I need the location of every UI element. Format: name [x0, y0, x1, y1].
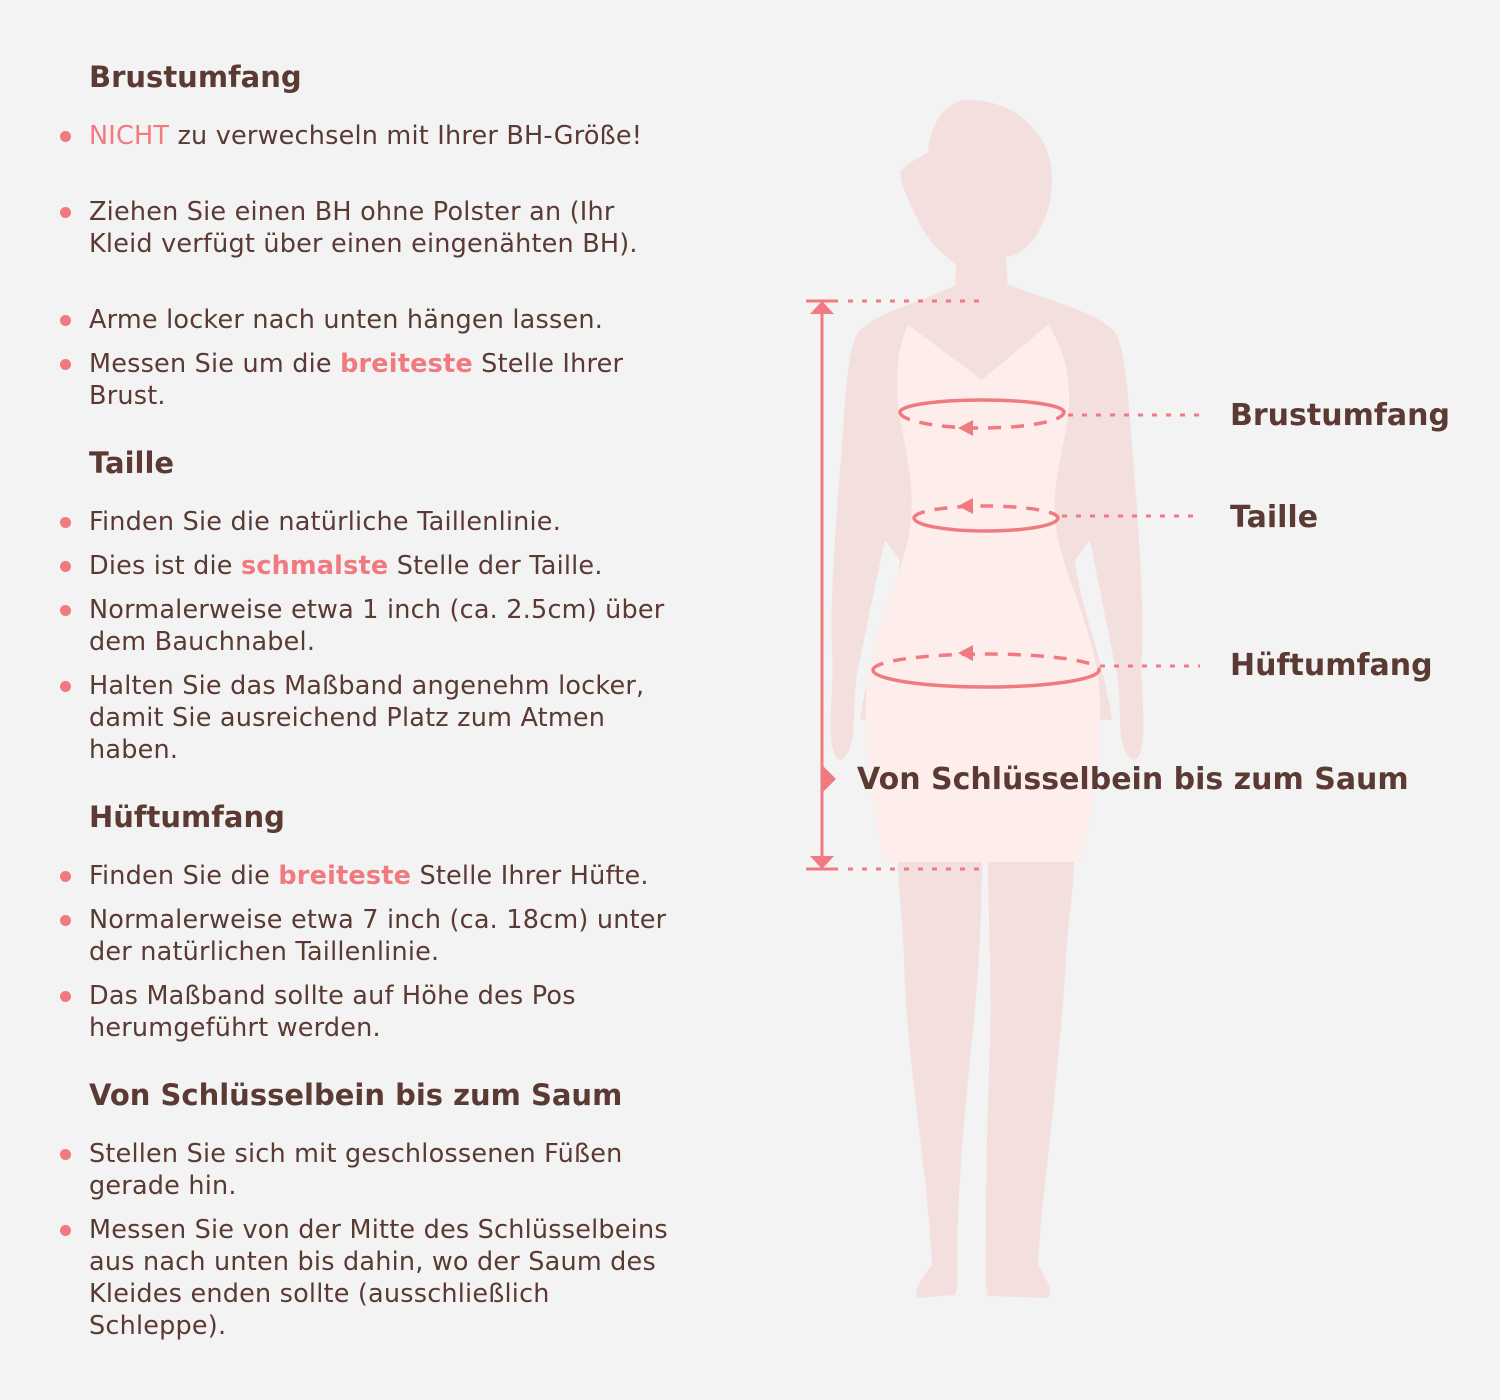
list-item: Messen Sie von der Mitte des Schlüsselbe… [60, 1214, 679, 1342]
bullet-dot-icon [60, 871, 71, 882]
list-item: Messen Sie um die breiteste Stelle Ihrer… [60, 348, 679, 412]
bullet-text: Finden Sie die natürliche Taillenlinie. [89, 507, 562, 537]
bullet-dot-icon [60, 605, 71, 616]
dress-shape [865, 325, 1101, 862]
bullet-dot-icon [60, 315, 71, 326]
bullet-text: Messen Sie von der Mitte des Schlüsselbe… [89, 1215, 668, 1341]
pointer-triangle-icon [823, 766, 836, 792]
list-item: Ziehen Sie einen BH ohne Polster an (Ihr… [60, 196, 679, 260]
label-waist: Taille [1230, 500, 1319, 535]
hip-tape [871, 645, 1200, 689]
bullet-text: Stelle der Taille. [388, 551, 603, 581]
list-item: Finden Sie die natürliche Taillenlinie. [60, 506, 679, 538]
section-title: Brustumfang [89, 60, 302, 94]
label-hip: Hüftumfang [1230, 648, 1433, 683]
label-bust: Brustumfang [1230, 398, 1450, 433]
bullet-text: Das Maßband sollte auf Höhe des Pos heru… [89, 981, 576, 1043]
list-item: Dies ist die schmalste Stelle der Taille… [60, 550, 679, 582]
bullet-text: Finden Sie die [89, 861, 279, 891]
section-title: Taille [89, 446, 175, 480]
bullet-dot-icon [60, 915, 71, 926]
list-item: Das Maßband sollte auf Höhe des Pos heru… [60, 980, 679, 1044]
bullet-dot-icon [60, 131, 71, 142]
highlight-text: NICHT [89, 121, 170, 151]
arrow-left-icon [958, 498, 973, 514]
section-title: Von Schlüsselbein bis zum Saum [89, 1078, 623, 1112]
bullet-dot-icon [60, 561, 71, 572]
bullet-text: Stelle Ihrer Brust. [89, 349, 624, 411]
highlight-text: schmalste [240, 551, 389, 581]
head-shape [900, 99, 1052, 292]
list-item: Normalerweise etwa 7 inch (ca. 18cm) unt… [60, 904, 679, 968]
bullet-dot-icon [60, 359, 71, 370]
list-item: Stellen Sie sich mit geschlossenen Füßen… [60, 1138, 679, 1202]
arrow-left-icon [958, 645, 973, 661]
bullet-text: Halten Sie das Maßband angenehm locker, … [89, 671, 645, 765]
body-measurement-figure: Brustumfang Taille Hüftumfang Von Schlüs… [700, 0, 1500, 1400]
arrow-up-icon [810, 301, 834, 314]
bullet-dot-icon [60, 207, 71, 218]
length-measure-line [806, 299, 984, 871]
bullet-text: Normalerweise etwa 7 inch (ca. 18cm) unt… [89, 905, 667, 967]
bust-tape [898, 398, 1205, 436]
bullet-text: Normalerweise etwa 1 inch (ca. 2.5cm) üb… [89, 595, 665, 657]
bullet-text: Ziehen Sie einen BH ohne Polster an (Ihr… [89, 197, 638, 259]
bullet-text: Stelle Ihrer Hüfte. [411, 861, 649, 891]
highlight-text: breiteste [278, 861, 412, 891]
bullet-dot-icon [60, 681, 71, 692]
list-item: Normalerweise etwa 1 inch (ca. 2.5cm) üb… [60, 594, 679, 658]
list-item: Finden Sie die breiteste Stelle Ihrer Hü… [60, 860, 679, 892]
bullet-dot-icon [60, 991, 71, 1002]
bullet-text: Stellen Sie sich mit geschlossenen Füßen… [89, 1139, 623, 1201]
bullet-text: Arme locker nach unten hängen lassen. [89, 305, 604, 335]
section-title: Hüftumfang [89, 800, 285, 834]
bullet-text: Messen Sie um die [89, 349, 341, 379]
bullet-text: Dies ist die [89, 551, 241, 581]
bullet-dot-icon [60, 517, 71, 528]
right-leg-shape [985, 860, 1074, 1298]
body-silhouette-illustration [806, 99, 1205, 1298]
bullet-dot-icon [60, 1225, 71, 1236]
waist-tape [912, 498, 1195, 533]
measurement-instructions: Brustumfang NICHT zu verwechseln mit Ihr… [0, 0, 700, 1400]
list-item: NICHT zu verwechseln mit Ihrer BH-Größe! [60, 120, 679, 152]
arrow-left-icon [958, 420, 973, 436]
list-item: Halten Sie das Maßband angenehm locker, … [60, 670, 679, 766]
label-length: Von Schlüsselbein bis zum Saum [857, 762, 1409, 797]
bullet-text: zu verwechseln mit Ihrer BH-Größe! [169, 121, 643, 151]
bullet-dot-icon [60, 1149, 71, 1160]
left-leg-shape [898, 860, 982, 1298]
highlight-text: breiteste [340, 349, 473, 379]
arrow-down-icon [810, 856, 834, 869]
list-item: Arme locker nach unten hängen lassen. [60, 304, 679, 336]
